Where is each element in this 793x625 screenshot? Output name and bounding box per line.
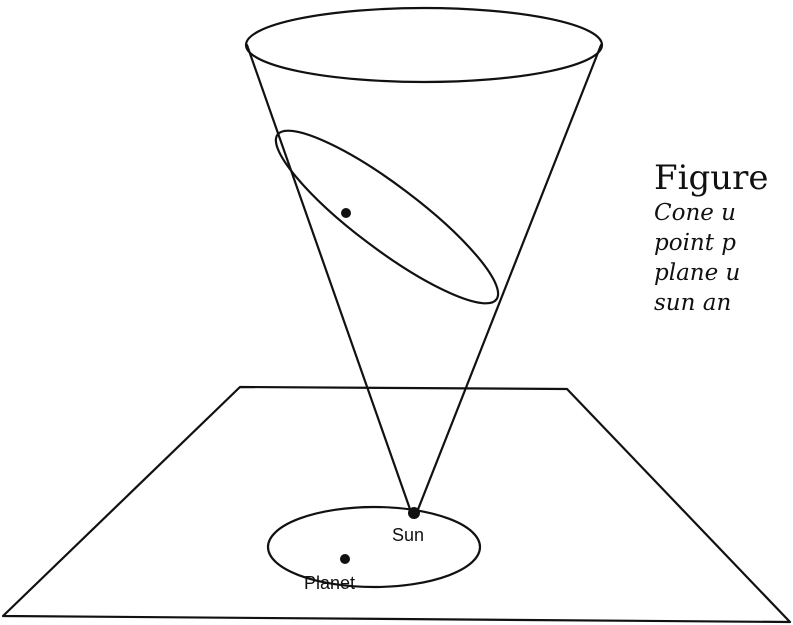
sun-point: [408, 507, 420, 519]
orbit-ellipse: [266, 505, 482, 589]
projection-point: [341, 208, 351, 218]
conic-section-ellipse: [274, 129, 500, 305]
figure-caption: Figure Cone u point p plane u sun an: [654, 158, 793, 318]
sun-label: Sun: [392, 525, 424, 545]
cone-top-ellipse: [244, 6, 604, 84]
caption-title: Figure: [654, 158, 769, 198]
cone-side-right: [415, 43, 603, 514]
caption-line-2: point p: [654, 230, 737, 256]
cone-side-left: [245, 43, 413, 514]
planet-label: Planet: [304, 573, 355, 593]
caption-line-3: plane u: [654, 260, 741, 286]
planet-point: [340, 554, 350, 564]
ground-plane: [1, 385, 792, 624]
caption-line-4: sun an: [654, 290, 732, 316]
caption-line-1: Cone u: [654, 200, 736, 226]
